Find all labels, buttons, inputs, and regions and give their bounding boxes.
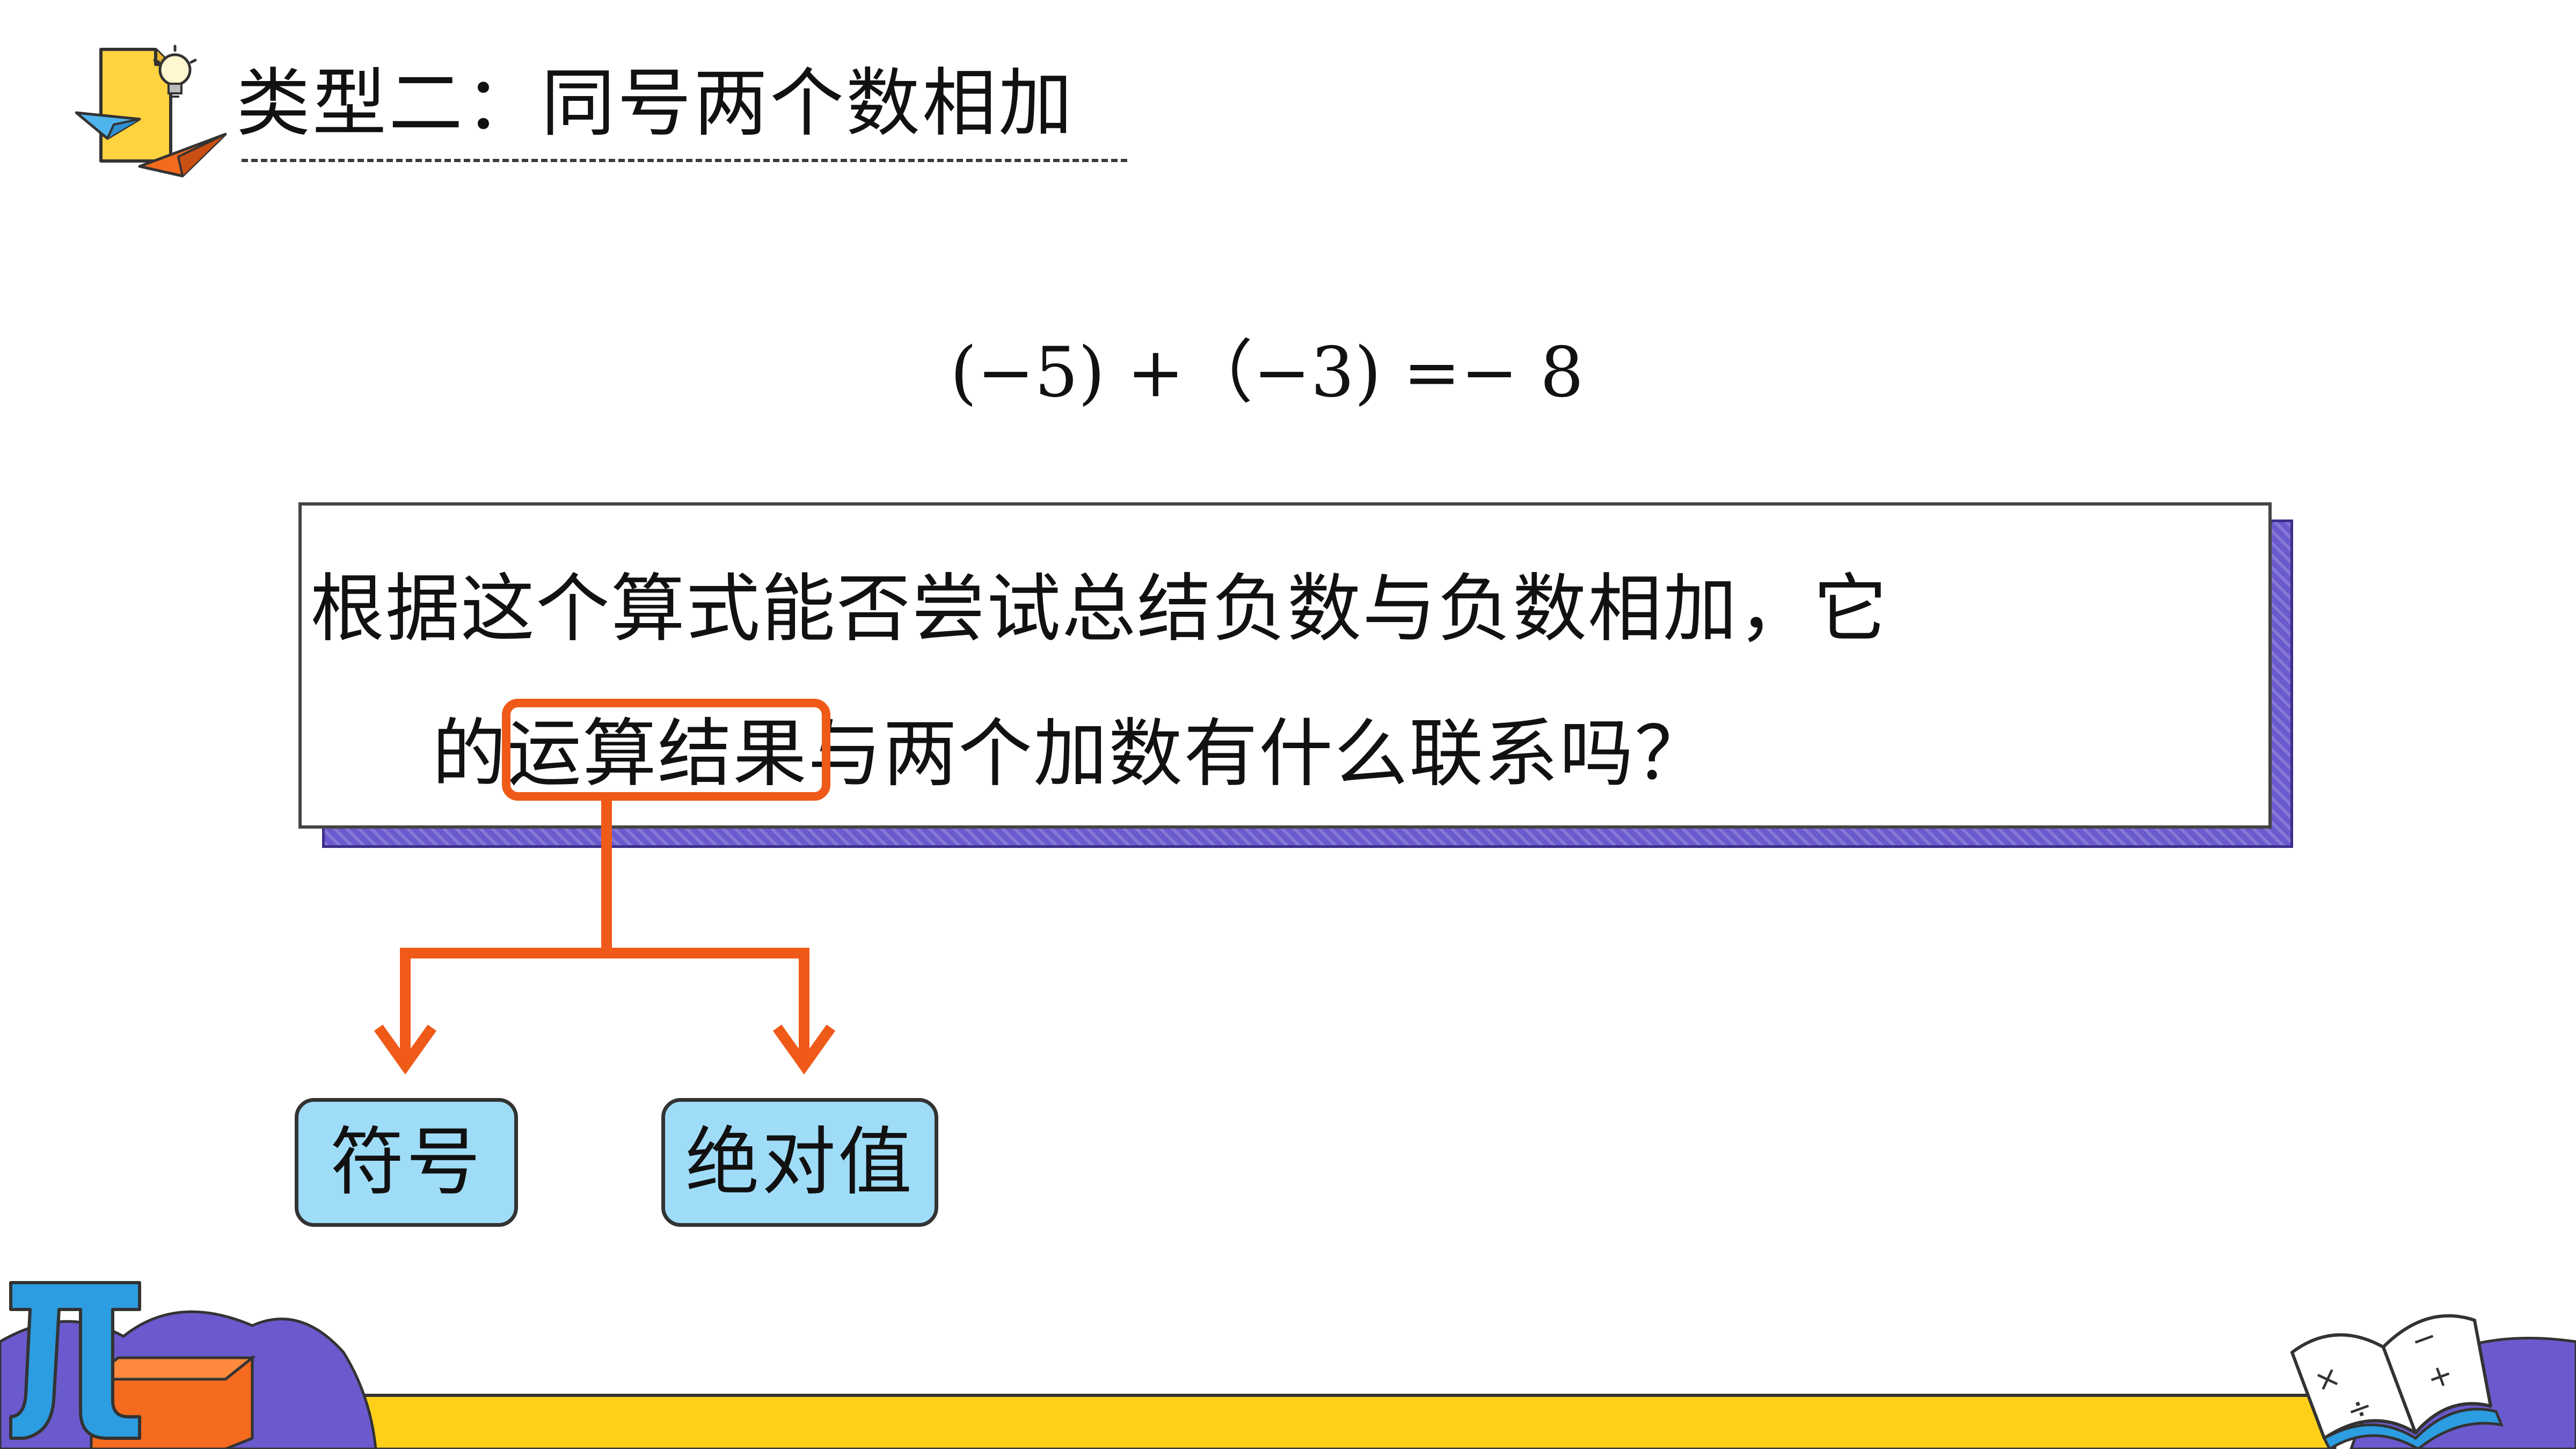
lightbulb-document-icon: [75, 45, 227, 178]
highlight-frame: [502, 699, 830, 801]
result-sign-label: 符号: [330, 1119, 483, 1205]
question-suffix: 与两个加数有什么联系吗？: [808, 711, 1710, 797]
result-abs-label: 绝对值: [685, 1119, 914, 1205]
question-line-1: 根据这个算式能否尝试总结负数与负数相加，它: [310, 566, 1889, 652]
question-box: [298, 502, 2272, 829]
question-highlight-text: 运算结果: [507, 711, 808, 797]
question-prefix: 的: [432, 711, 508, 797]
footer-band: [320, 1394, 2337, 1449]
open-math-book-icon: × ÷ − +: [2290, 1314, 2504, 1449]
question-line-2: 的运算结果与两个加数有什么联系吗？: [432, 708, 1710, 800]
title-underline: [242, 159, 1127, 162]
footer-decoration: × ÷ − +: [0, 1281, 2576, 1449]
arrow-head-left: [374, 1024, 437, 1075]
equation: (−5) +（−3) =− 8: [950, 333, 1584, 413]
pi-symbol-icon: [9, 1281, 141, 1440]
page-title: 类型二：同号两个数相加: [236, 60, 1075, 147]
result-sign-box: 符号: [295, 1098, 518, 1227]
result-absolute-value-box: 绝对值: [661, 1098, 938, 1227]
arrow-head-right: [772, 1024, 836, 1075]
